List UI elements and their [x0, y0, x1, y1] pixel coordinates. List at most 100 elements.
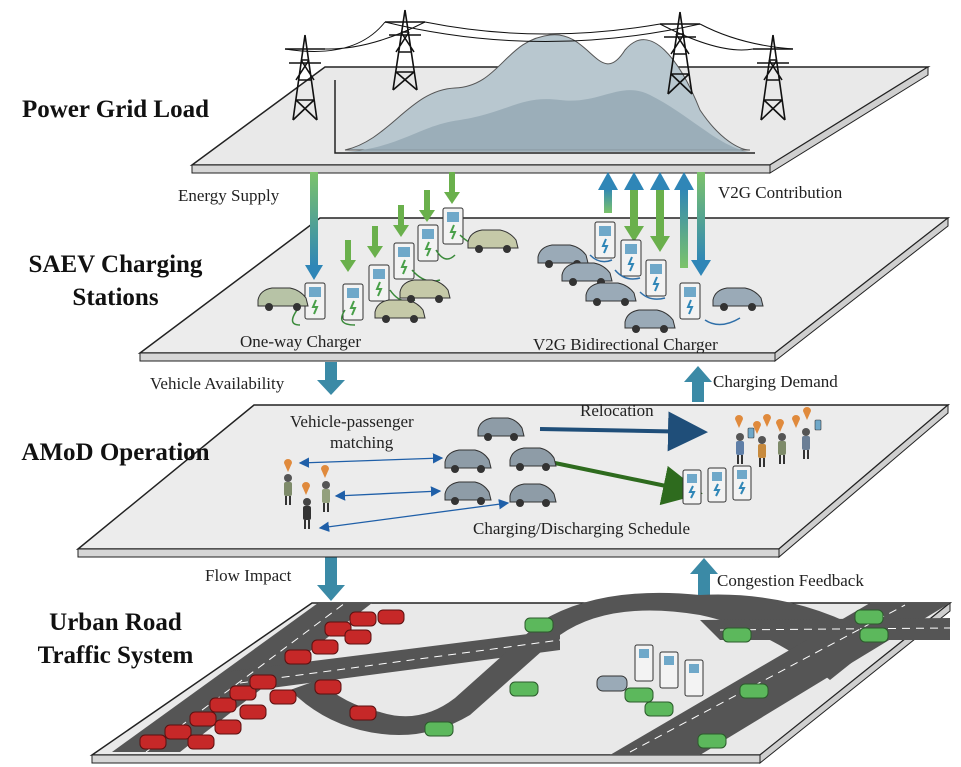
car-icon	[509, 483, 557, 507]
flow-impact-label: Flow Impact	[205, 566, 292, 585]
car-icon	[697, 733, 727, 749]
tower-icon	[753, 34, 793, 121]
tower-icon	[285, 34, 325, 121]
car-icon	[269, 689, 297, 705]
person-icon	[758, 436, 766, 467]
location-pin-icon	[763, 414, 771, 427]
tower-icon	[385, 9, 425, 91]
car-icon	[722, 627, 752, 643]
power-grid-title: Power Grid Load	[21, 96, 210, 123]
car-icon	[596, 675, 628, 692]
person-icon	[736, 433, 744, 464]
v2g-bidirectional-arrow	[624, 172, 644, 242]
car-icon	[509, 681, 539, 697]
relocation-label: Relocation	[580, 401, 654, 420]
charging-demand-label: Charging Demand	[713, 372, 838, 391]
car-icon	[644, 701, 674, 717]
car-icon	[585, 282, 637, 306]
charging-stations-title-line1: SAEV Charging	[28, 251, 203, 278]
car-icon	[854, 609, 884, 625]
location-pin-icon	[321, 465, 329, 478]
v2g-arrows	[598, 172, 711, 276]
congested-red-cars	[139, 609, 405, 750]
car-icon	[399, 279, 451, 303]
car-icon	[509, 447, 557, 471]
charger-icon	[342, 283, 364, 321]
charging-stations-title-line2: Stations	[72, 284, 159, 311]
car-icon	[164, 724, 192, 740]
charger-icon	[634, 644, 654, 682]
urban-road-title-line1: Urban Road	[49, 609, 182, 636]
load-curve-front	[345, 90, 750, 152]
v2g-charger-label: V2G Bidirectional Charger	[533, 335, 718, 354]
charger-icon	[679, 282, 701, 320]
green-down-arrow	[419, 190, 435, 222]
charger-icon	[682, 469, 702, 505]
car-icon	[314, 679, 342, 695]
car-icon	[444, 449, 492, 473]
charger-icon	[684, 659, 704, 697]
one-way-cars	[257, 229, 519, 323]
car-icon	[444, 481, 492, 505]
car-icon	[214, 719, 242, 735]
passengers-left	[284, 459, 330, 529]
location-pin-icon	[735, 415, 743, 428]
urban-road-title-line2: Traffic System	[37, 642, 194, 669]
car-icon	[859, 627, 889, 643]
amod-plane	[75, 403, 951, 559]
v2g-cables	[589, 254, 741, 326]
car-icon	[349, 705, 377, 721]
charger-icon	[732, 465, 752, 501]
person-icon	[322, 481, 330, 512]
flow-impact-arrow	[317, 557, 345, 601]
charger-icon	[659, 651, 679, 689]
person-icon	[303, 498, 311, 529]
green-down-arrow	[367, 226, 383, 258]
car-icon	[229, 685, 257, 701]
location-pin-icon	[792, 415, 800, 428]
schedule-label: Charging/Discharging Schedule	[473, 519, 691, 538]
lane-markings	[145, 602, 951, 753]
car-icon	[712, 287, 764, 311]
v2g-bidirectional-arrow	[650, 172, 670, 252]
car-icon	[189, 711, 217, 727]
charger-icon	[645, 259, 667, 297]
amod-chargers	[682, 465, 752, 505]
amod-title: AMoD Operation	[21, 439, 210, 466]
location-pin-icon	[302, 482, 310, 495]
matching-label-line1: Vehicle-passenger	[290, 412, 414, 431]
phone-icon	[747, 419, 822, 439]
car-icon	[344, 629, 372, 645]
vehicle-availability-label: Vehicle Availability	[150, 374, 285, 393]
car-icon	[284, 649, 312, 665]
energy-supply-label: Energy Supply	[178, 186, 280, 205]
car-icon	[524, 617, 554, 633]
car-icon	[467, 229, 519, 253]
amod-cars	[444, 417, 557, 507]
relocation-arrow	[539, 411, 708, 452]
car-icon	[374, 299, 426, 323]
green-down-arrow	[393, 205, 409, 237]
person-icon	[778, 433, 786, 464]
charger-icon	[393, 242, 415, 280]
car-icon	[257, 287, 309, 311]
car-icon	[424, 721, 454, 737]
energy-supply-arrows	[305, 172, 460, 280]
car-icon	[139, 734, 167, 750]
location-pin-icon	[803, 407, 811, 420]
charger-icon	[620, 239, 642, 277]
matching-arrows	[298, 453, 510, 532]
car-icon	[324, 621, 352, 637]
charging-demand-arrow	[684, 366, 712, 402]
matching-label-line2: matching	[330, 433, 394, 452]
v2g-contribution-label: V2G Contribution	[718, 183, 843, 202]
car-icon	[349, 611, 377, 627]
person-icon	[284, 474, 292, 505]
charger-icon	[707, 467, 727, 503]
passengers-right	[735, 407, 822, 467]
grid-load-chart	[334, 34, 755, 154]
one-way-chargers	[291, 207, 481, 326]
car-icon	[477, 417, 525, 441]
charger-icon	[368, 264, 390, 302]
